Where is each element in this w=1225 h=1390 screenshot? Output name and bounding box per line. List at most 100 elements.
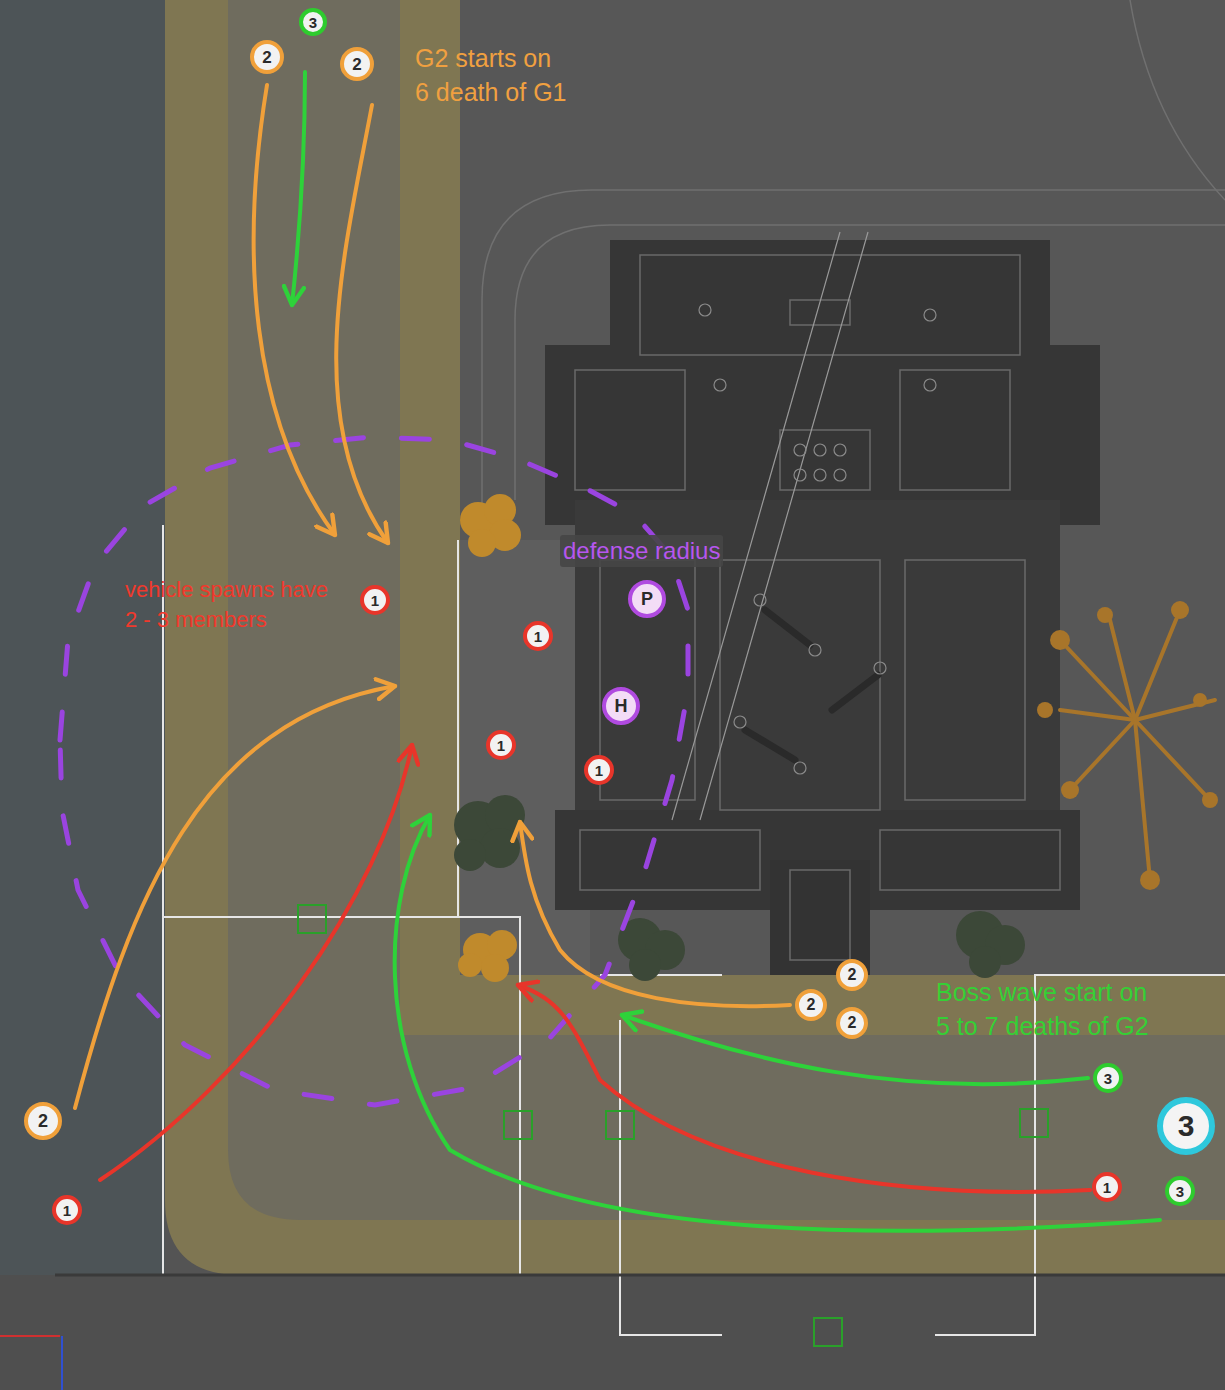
building xyxy=(794,469,806,481)
callout-number: 3 xyxy=(1104,1071,1112,1086)
spawn-marker: 2 xyxy=(340,47,374,81)
road xyxy=(165,0,1225,1275)
building xyxy=(814,469,826,481)
building xyxy=(834,444,846,456)
building xyxy=(794,762,806,774)
tree xyxy=(1060,610,1215,880)
nav-square xyxy=(606,1111,634,1139)
building xyxy=(809,644,821,656)
marker-circle xyxy=(1095,1065,1121,1091)
marker-circle xyxy=(54,1197,80,1223)
curb-line xyxy=(55,1274,1225,1277)
building xyxy=(905,560,1025,800)
spawn-marker: 1 xyxy=(486,730,516,760)
spawn-marker: 1 xyxy=(1092,1172,1122,1202)
building xyxy=(720,560,880,810)
spawn-marker: 3 xyxy=(299,8,327,36)
tree xyxy=(969,946,1001,978)
road xyxy=(228,0,1225,1220)
path-arrow xyxy=(520,822,790,1006)
lot-outline xyxy=(482,190,1225,540)
lot-outline xyxy=(482,0,1225,540)
spawn-marker: 2 xyxy=(250,40,284,74)
callout-number: 1 xyxy=(595,763,603,778)
building xyxy=(545,232,1100,975)
building xyxy=(765,610,810,645)
building xyxy=(734,716,746,728)
callout-number: 3 xyxy=(1176,1184,1184,1199)
spawn-marker: 2 xyxy=(795,989,827,1021)
building xyxy=(900,370,1010,490)
nav-square xyxy=(504,1111,532,1139)
annotation-note: G2 starts on 6 death of G1 xyxy=(415,42,569,110)
tree xyxy=(1135,610,1180,720)
ground xyxy=(0,1275,1225,1390)
building xyxy=(575,370,685,490)
tree xyxy=(1171,601,1189,619)
spawn-marker: 1 xyxy=(523,621,553,651)
ground xyxy=(460,0,1225,975)
building xyxy=(672,232,868,820)
marker-circle xyxy=(838,1009,866,1037)
annotation-note: defense radius xyxy=(560,535,723,567)
axis-gizmo xyxy=(0,1336,62,1390)
marker-circle xyxy=(1160,1100,1212,1152)
building xyxy=(780,430,870,490)
parcel-lines xyxy=(600,974,722,976)
path-arrow xyxy=(292,72,305,305)
tree xyxy=(480,828,520,868)
parcel-lines xyxy=(620,1020,722,1335)
parcel-lines xyxy=(935,975,1225,1335)
tree xyxy=(458,494,521,982)
road xyxy=(165,0,1225,1275)
curb-line xyxy=(55,1275,1225,1276)
callout-number: 2 xyxy=(352,56,361,73)
tree xyxy=(1070,720,1135,790)
tree xyxy=(1193,693,1207,707)
marker-circle xyxy=(488,732,514,758)
callout-number: H xyxy=(615,697,628,715)
callout-number: 2 xyxy=(848,967,857,983)
marker-circle xyxy=(797,991,825,1019)
marker-circle xyxy=(838,961,866,989)
marker-circle xyxy=(586,757,612,783)
nav-square xyxy=(1020,1109,1048,1137)
lot-outline xyxy=(1130,0,1225,200)
building xyxy=(880,830,1060,890)
spawn-marker: 1 xyxy=(584,755,614,785)
callout-number: 2 xyxy=(38,1112,48,1130)
building xyxy=(714,379,726,391)
tree xyxy=(1097,607,1113,623)
callout-number: P xyxy=(641,590,653,608)
spawn-marker: 3 xyxy=(1093,1063,1123,1093)
building xyxy=(640,255,1020,355)
tree xyxy=(1037,702,1053,718)
building xyxy=(545,345,1100,525)
spawn-marker: 3 xyxy=(1157,1097,1215,1155)
marker-circle xyxy=(301,10,325,34)
spawn-marker: 2 xyxy=(24,1102,62,1140)
spawn-marker: 2 xyxy=(836,959,868,991)
path-arrow xyxy=(100,745,412,1180)
building xyxy=(700,232,868,820)
nav-square xyxy=(298,905,326,933)
parcel-lines xyxy=(162,525,164,1275)
tree xyxy=(481,954,509,982)
marker-circle xyxy=(1094,1174,1120,1200)
tree xyxy=(454,494,1218,982)
marker-circle xyxy=(604,689,638,723)
path-arrow xyxy=(254,85,335,535)
axis-gizmo xyxy=(61,1336,63,1390)
tree xyxy=(454,839,486,871)
path-arrow xyxy=(75,686,395,1108)
tree xyxy=(1140,870,1160,890)
building xyxy=(699,304,711,316)
parcel-lines xyxy=(163,525,1225,1335)
building xyxy=(814,444,826,456)
building xyxy=(672,232,840,820)
tree xyxy=(1110,620,1135,720)
spawn-marker: 2 xyxy=(836,1007,868,1039)
